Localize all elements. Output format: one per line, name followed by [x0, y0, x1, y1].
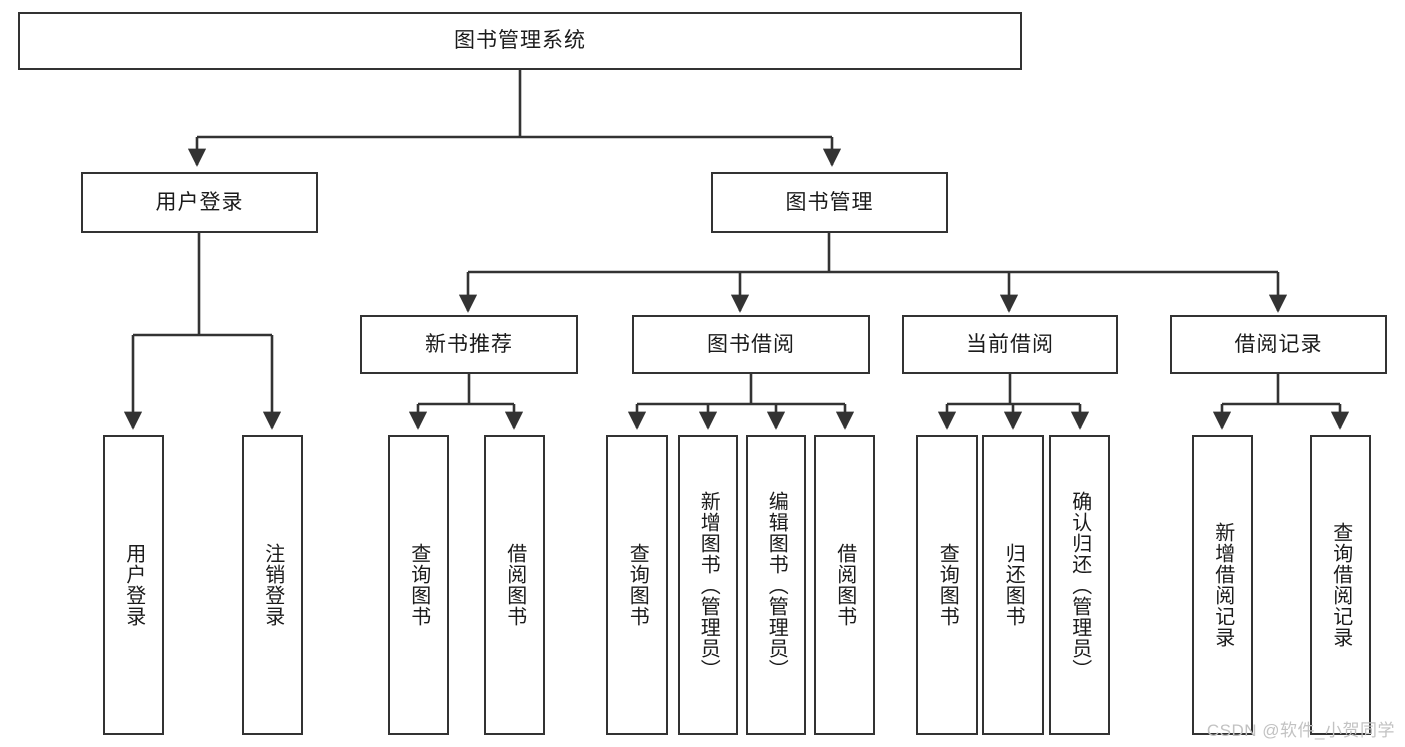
node-label: 图书管理 — [785, 190, 874, 214]
node-book-borrow[interactable]: 图书借阅 — [632, 315, 870, 374]
node-label: 图书管理系统 — [454, 29, 586, 53]
node-user-login[interactable]: 用户登录 — [81, 172, 318, 233]
node-leaf-recommend-query[interactable]: 查询图书 — [388, 435, 449, 735]
node-label: 归还图书 — [1002, 543, 1025, 627]
node-leaf-recommend-borrow[interactable]: 借阅图书 — [484, 435, 545, 735]
node-label: 查询图书 — [936, 543, 959, 627]
node-label: 查询图书 — [626, 543, 649, 627]
node-label: 当前借阅 — [966, 332, 1054, 356]
node-label: 借阅记录 — [1234, 332, 1323, 356]
node-label: 注销登录 — [261, 543, 284, 627]
node-leaf-record-query[interactable]: 查询借阅记录 — [1310, 435, 1371, 735]
node-label: 确认归还（管理员） — [1068, 490, 1091, 680]
node-book-manage[interactable]: 图书管理 — [711, 172, 948, 233]
node-leaf-current-confirm[interactable]: 确认归还（管理员） — [1049, 435, 1110, 735]
node-leaf-borrow-add[interactable]: 新增图书（管理员） — [678, 435, 738, 735]
node-leaf-borrow-lend[interactable]: 借阅图书 — [814, 435, 875, 735]
node-label: 新增图书（管理员） — [697, 490, 720, 680]
node-label: 用户登录 — [155, 190, 244, 214]
node-leaf-record-add[interactable]: 新增借阅记录 — [1192, 435, 1253, 735]
node-label: 新增借阅记录 — [1211, 522, 1234, 648]
node-label: 用户登录 — [122, 543, 145, 627]
node-label: 编辑图书（管理员） — [765, 490, 788, 680]
node-book-management-system[interactable]: 图书管理系统 — [18, 12, 1022, 70]
node-label: 图书借阅 — [707, 332, 795, 356]
node-label: 新书推荐 — [425, 332, 513, 356]
node-leaf-user-logout[interactable]: 注销登录 — [242, 435, 303, 735]
node-label: 查询图书 — [407, 543, 430, 627]
node-label: 借阅图书 — [503, 543, 526, 627]
node-borrow-record[interactable]: 借阅记录 — [1170, 315, 1387, 374]
node-label: 查询借阅记录 — [1329, 522, 1352, 648]
node-leaf-user-login[interactable]: 用户登录 — [103, 435, 164, 735]
node-new-book-recommend[interactable]: 新书推荐 — [360, 315, 578, 374]
node-leaf-current-query[interactable]: 查询图书 — [916, 435, 978, 735]
node-current-borrow[interactable]: 当前借阅 — [902, 315, 1118, 374]
node-leaf-borrow-edit[interactable]: 编辑图书（管理员） — [746, 435, 806, 735]
node-leaf-current-return[interactable]: 归还图书 — [982, 435, 1044, 735]
node-label: 借阅图书 — [833, 543, 856, 627]
csdn-watermark: CSDN @软件_小贺同学 — [1206, 721, 1395, 740]
node-leaf-borrow-query[interactable]: 查询图书 — [606, 435, 668, 735]
